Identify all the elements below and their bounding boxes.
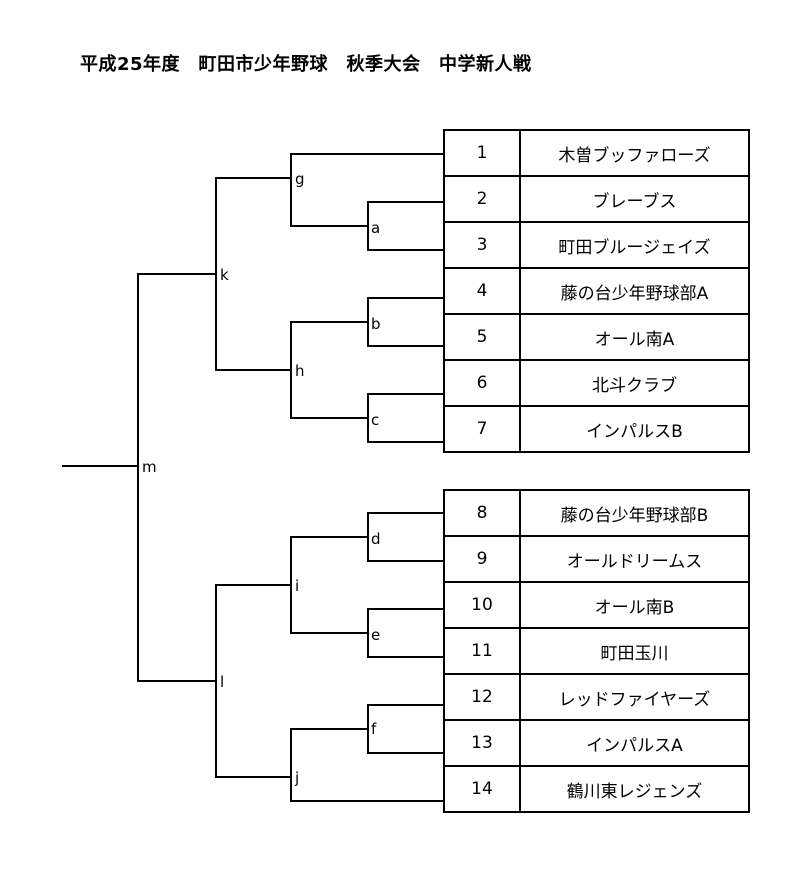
match-label-c: c xyxy=(371,411,380,429)
team-name: オールドリームス xyxy=(519,535,750,583)
match-label-a: a xyxy=(371,219,381,237)
team-name: インパルスB xyxy=(519,405,750,453)
match-label-g: g xyxy=(295,170,305,188)
team-number: 8 xyxy=(443,489,521,537)
team-name: 藤の台少年野球部B xyxy=(519,489,750,537)
bracket-line-m xyxy=(137,273,216,682)
bracket-line-i xyxy=(290,536,368,634)
match-label-b: b xyxy=(371,315,381,333)
bracket-line-a xyxy=(367,201,443,251)
team-number: 12 xyxy=(443,673,521,721)
bracket-line-c xyxy=(367,393,443,443)
team-number: 9 xyxy=(443,535,521,583)
team-name: オール南A xyxy=(519,313,750,361)
match-label-e: e xyxy=(371,626,381,644)
match-label-k: k xyxy=(220,266,229,284)
page-title: 平成25年度 町田市少年野球 秋季大会 中学新人戦 xyxy=(80,54,532,75)
match-label-h: h xyxy=(295,362,305,380)
team-number: 4 xyxy=(443,267,521,315)
team-number: 10 xyxy=(443,581,521,629)
match-label-m: m xyxy=(142,458,157,476)
team-name: 北斗クラブ xyxy=(519,359,750,407)
bracket-line-f xyxy=(367,704,443,754)
team-number: 7 xyxy=(443,405,521,453)
match-label-f: f xyxy=(371,720,377,738)
team-number: 2 xyxy=(443,175,521,223)
team-name: 町田玉川 xyxy=(519,627,750,675)
match-label-l: l xyxy=(220,673,225,691)
team-number: 13 xyxy=(443,719,521,767)
team-name: レッドファイヤーズ xyxy=(519,673,750,721)
match-label-j: j xyxy=(295,769,300,787)
team-name: オール南B xyxy=(519,581,750,629)
team-number: 3 xyxy=(443,221,521,269)
team-number: 6 xyxy=(443,359,521,407)
team-name: 木曽ブッファローズ xyxy=(519,129,750,177)
team-name: 藤の台少年野球部A xyxy=(519,267,750,315)
match-label-i: i xyxy=(295,577,300,595)
bracket-line-j xyxy=(290,728,443,802)
team-number: 5 xyxy=(443,313,521,361)
team-name: インパルスA xyxy=(519,719,750,767)
team-name: 町田ブルージェイズ xyxy=(519,221,750,269)
team-name: 鶴川東レジェンズ xyxy=(519,765,750,813)
team-number: 11 xyxy=(443,627,521,675)
team-number: 1 xyxy=(443,129,521,177)
team-number: 14 xyxy=(443,765,521,813)
bracket-line-g xyxy=(290,153,443,227)
team-name: ブレーブス xyxy=(519,175,750,223)
match-label-d: d xyxy=(371,530,381,548)
bracket-line-l xyxy=(215,584,291,778)
